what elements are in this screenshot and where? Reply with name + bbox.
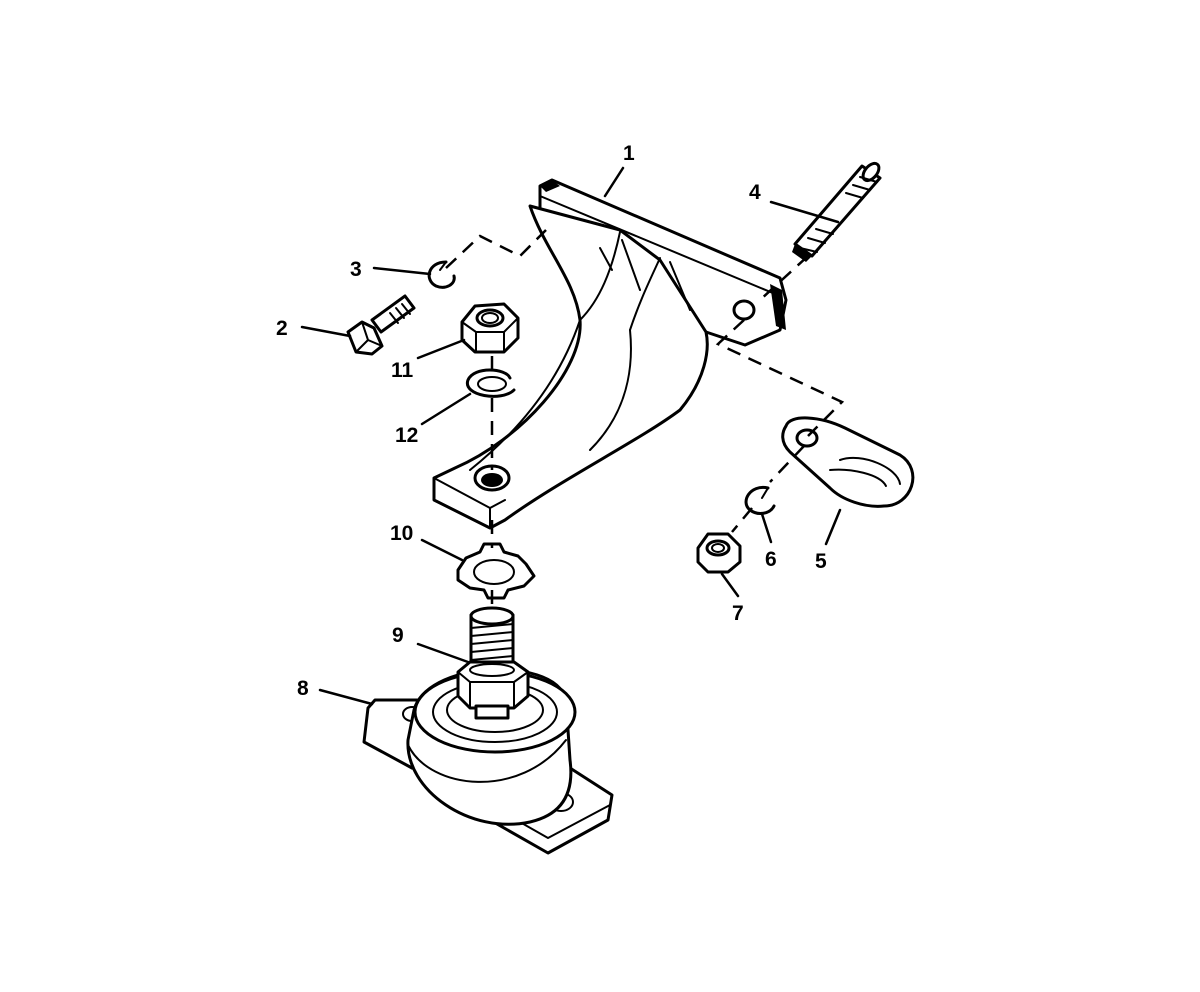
callout-5: 5 xyxy=(815,550,827,573)
callout-11: 11 xyxy=(391,359,414,382)
part-10-tab-washer xyxy=(456,542,536,600)
part-2-hex-bolt xyxy=(346,294,416,356)
part-3-lock-washer xyxy=(427,260,456,289)
part-12-split-lock-washer xyxy=(466,368,516,398)
assembly-lines xyxy=(445,229,845,612)
leader-lines xyxy=(300,166,842,706)
callout-numbers: 1 2 3 4 5 6 7 8 9 10 11 12 xyxy=(276,142,827,700)
callout-9: 9 xyxy=(392,624,404,647)
callout-7: 7 xyxy=(732,602,744,625)
part-9-stud-and-nut xyxy=(456,606,530,720)
callout-10: 10 xyxy=(390,522,413,545)
part-1-bracket xyxy=(432,178,788,530)
part-5-p-clamp xyxy=(781,416,915,508)
part-7-hex-nut xyxy=(696,532,742,574)
callout-6: 6 xyxy=(765,548,777,571)
callout-12: 12 xyxy=(395,424,418,447)
callout-2: 2 xyxy=(276,317,288,340)
callout-3: 3 xyxy=(350,258,362,281)
part-11-hex-nut xyxy=(460,302,520,354)
callout-4: 4 xyxy=(749,181,761,204)
callout-1: 1 xyxy=(623,142,635,165)
callout-8: 8 xyxy=(297,677,309,700)
